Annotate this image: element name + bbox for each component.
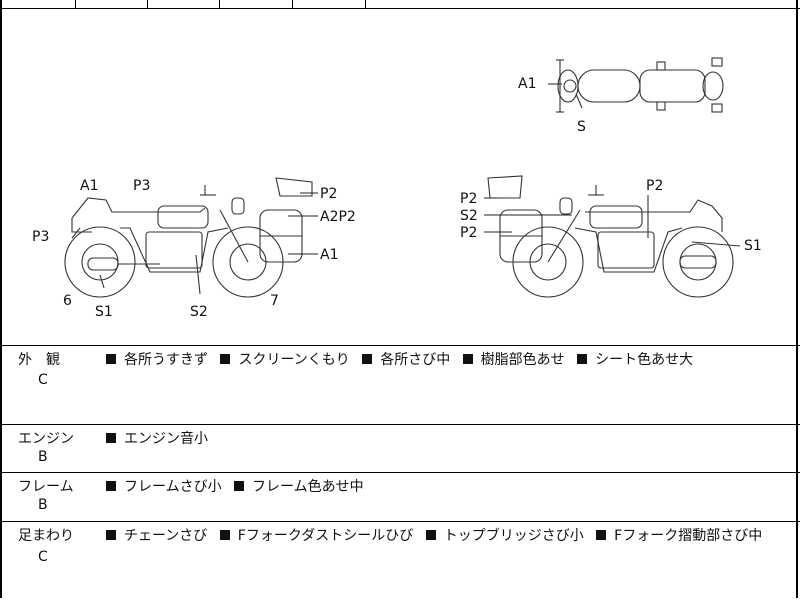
grade-value: C: [38, 549, 48, 565]
square-bullet-icon: [106, 481, 116, 491]
grade-value: C: [38, 372, 48, 388]
diagram-label: A1: [80, 178, 98, 194]
section-engine: エンジン B エンジン音小: [0, 424, 800, 472]
top-view-motorcycle: [548, 57, 724, 113]
finding-item: Fフォーク摺動部さび中: [614, 528, 763, 544]
finding-item: チェーンさび: [124, 528, 208, 544]
diagram-label: S: [577, 119, 586, 135]
square-bullet-icon: [219, 530, 230, 540]
grade-value: B: [38, 449, 48, 465]
square-bullet-icon: [106, 354, 116, 364]
square-bullet-icon: [596, 530, 607, 540]
square-bullet-icon: [220, 354, 231, 364]
finding-item: エンジン音小: [124, 431, 208, 447]
square-bullet-icon: [462, 354, 473, 364]
header-bottom-line: [0, 8, 800, 9]
header-divider: [219, 0, 220, 8]
category-label: エンジン: [18, 431, 74, 447]
diagram-label: P2: [460, 191, 477, 207]
findings-list: 各所うすきず スクリーンくもり 各所さび中 樹脂部色あせ シート色あせ大: [106, 349, 701, 369]
damage-diagram: A1 S A1 P3 P3 6 S1 S2 7 P2 A2P2 A1 P2 S2…: [32, 57, 762, 320]
diagram-label: P2: [646, 178, 663, 194]
finding-item: シート色あせ大: [595, 352, 694, 368]
section-frame: フレーム B フレームさび小 フレーム色あせ中: [0, 472, 800, 521]
diagram-label: S2: [190, 304, 208, 320]
section-divider: [0, 345, 800, 346]
diagram-label: S1: [95, 304, 113, 320]
header-divider: [147, 0, 148, 8]
finding-item: 各所さび中: [380, 352, 451, 368]
section-chassis: 足まわり C チェーンさび Fフォークダストシールひび トップブリッジさび小 F…: [0, 521, 800, 600]
finding-item: フレームさび小: [124, 479, 222, 495]
category-label: 外 観: [18, 352, 60, 368]
diagram-label: S2: [460, 208, 478, 224]
findings-list: フレームさび小 フレーム色あせ中: [106, 476, 372, 496]
diagram-label: S1: [744, 238, 762, 254]
diagram-label: 7: [270, 293, 279, 309]
header-divider: [292, 0, 293, 8]
diagram-label: A1: [518, 76, 536, 92]
square-bullet-icon: [106, 530, 116, 540]
section-divider: [0, 472, 800, 473]
square-bullet-icon: [362, 354, 373, 364]
header-divider: [365, 0, 366, 8]
square-bullet-icon: [425, 530, 436, 540]
diagram-label: P2: [460, 225, 477, 241]
square-bullet-icon: [234, 481, 245, 491]
finding-item: トップブリッジさび小: [443, 528, 584, 544]
finding-item: フレーム色あせ中: [252, 479, 364, 495]
square-bullet-icon: [106, 433, 116, 443]
section-exterior: 外 観 C 各所うすきず スクリーンくもり 各所さび中 樹脂部色あせ シート色あ…: [0, 345, 800, 424]
diagram-label: A1: [320, 247, 338, 263]
diagram-label: 6: [63, 293, 72, 309]
category-label: フレーム: [18, 479, 74, 495]
right-side-view-motorcycle: [487, 175, 741, 298]
finding-item: Fフォークダストシールひび: [237, 528, 414, 544]
diagram-label: P3: [32, 229, 49, 245]
diagram-label: A2P2: [320, 209, 356, 225]
findings-list: チェーンさび Fフォークダストシールひび トップブリッジさび小 Fフォーク摺動部…: [106, 525, 770, 545]
left-side-view-motorcycle: [64, 177, 313, 298]
diagram-label: P3: [133, 178, 150, 194]
section-divider: [0, 521, 800, 522]
header-divider: [75, 0, 76, 8]
finding-item: 樹脂部色あせ: [480, 352, 565, 368]
section-divider: [0, 424, 800, 425]
square-bullet-icon: [577, 354, 588, 364]
findings-list: エンジン音小: [106, 428, 216, 448]
category-label: 足まわり: [18, 528, 74, 544]
diagram-label: P2: [320, 186, 337, 202]
finding-item: スクリーンくもり: [238, 352, 350, 368]
grade-value: B: [38, 497, 48, 513]
finding-item: 各所うすきず: [124, 352, 208, 368]
motorcycle-diagram-svg: A1 S A1 P3 P3 6 S1 S2 7 P2 A2P2 A1 P2 S2…: [32, 57, 762, 320]
